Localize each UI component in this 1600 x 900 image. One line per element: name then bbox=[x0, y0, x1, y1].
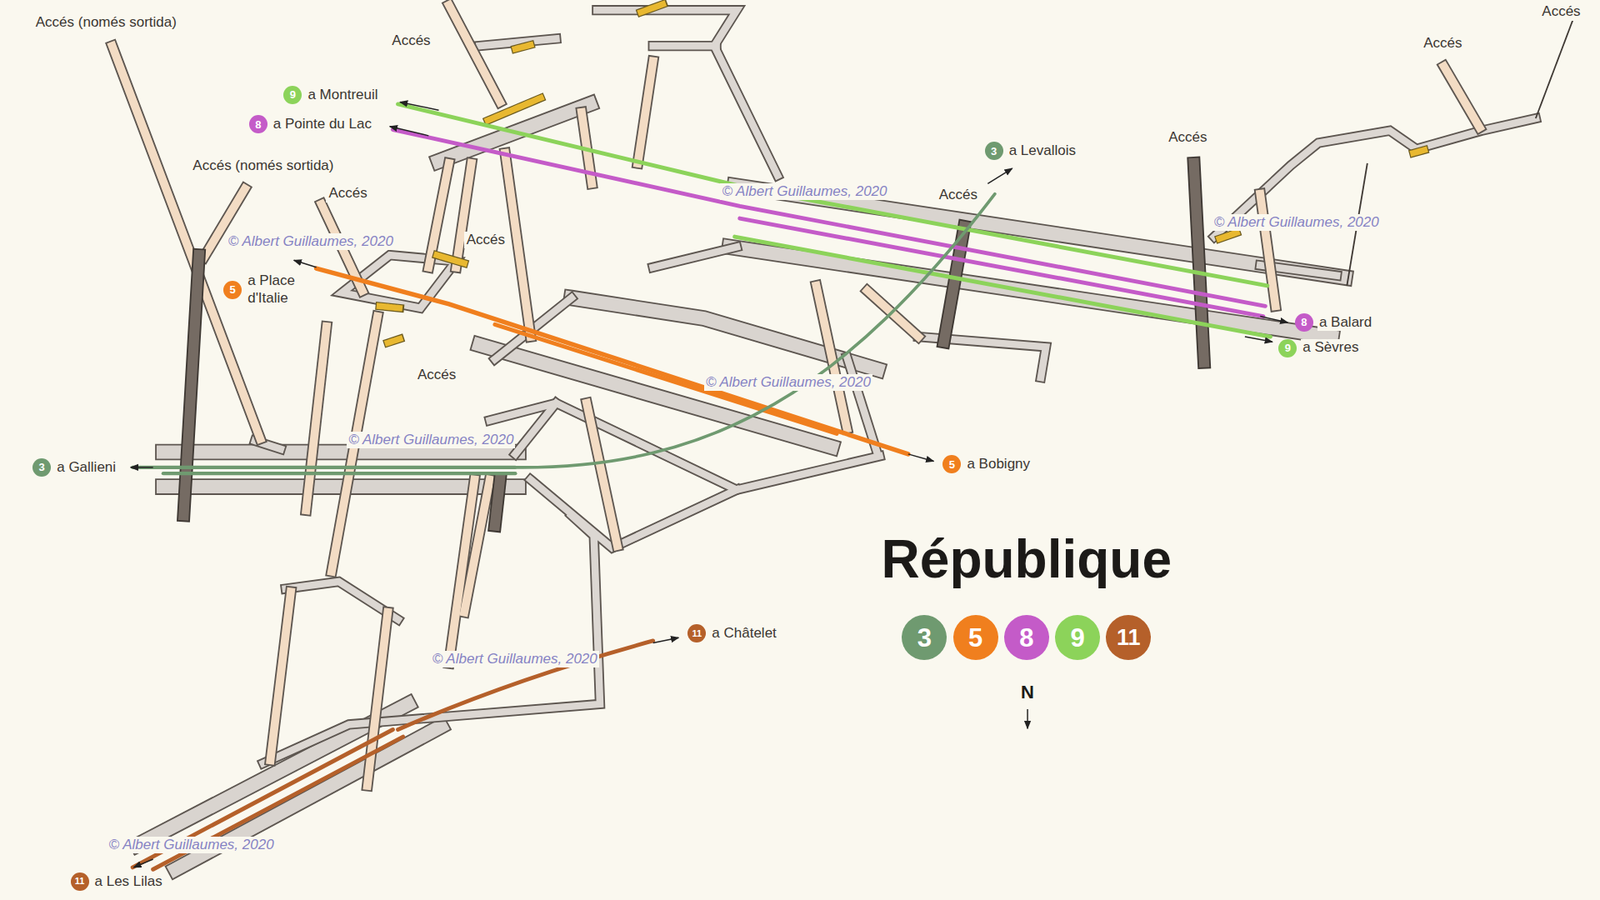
line-number: 9 bbox=[1278, 339, 1297, 358]
watermark: © Albert Guillaumes, 2020 bbox=[430, 650, 600, 668]
line-badge: 11 bbox=[1105, 615, 1151, 660]
direction-label: a Place d'Italie bbox=[245, 272, 308, 307]
line-number: 8 bbox=[1004, 615, 1050, 660]
direction-label: a Gallieni bbox=[55, 459, 118, 476]
direction-badge: 5a Place d'Italie bbox=[223, 272, 308, 307]
line-number: 3 bbox=[32, 458, 51, 477]
line-number: 11 bbox=[70, 872, 90, 891]
watermark: © Albert Guillaumes, 2020 bbox=[226, 233, 395, 250]
watermark: © Albert Guillaumes, 2020 bbox=[704, 374, 873, 391]
access-label: Accés (només sortida) bbox=[190, 157, 336, 175]
line-badge: 5 bbox=[953, 615, 999, 660]
direction-label: a Balard bbox=[1317, 314, 1374, 331]
line-number: 5 bbox=[953, 615, 999, 660]
direction-label: a Châtelet bbox=[710, 625, 779, 642]
line-number: 8 bbox=[249, 115, 268, 134]
watermark: © Albert Guillaumes, 2020 bbox=[346, 431, 515, 449]
station-title: République bbox=[881, 530, 1172, 589]
access-label: Accés bbox=[1539, 3, 1583, 20]
access-label: Accés bbox=[325, 185, 370, 202]
direction-badge: 5a Bobigny bbox=[942, 455, 1032, 474]
direction-badge: 11a Châtelet bbox=[687, 624, 779, 643]
direction-badge: 8a Pointe du Lac bbox=[249, 115, 374, 134]
line-number: 8 bbox=[1295, 313, 1314, 332]
line-number: 5 bbox=[223, 280, 242, 300]
line-number: 11 bbox=[1105, 615, 1151, 660]
direction-badge: 3a Gallieni bbox=[32, 458, 118, 477]
line-number: 3 bbox=[985, 141, 1004, 160]
access-label: Accés bbox=[936, 186, 980, 204]
line-number: 9 bbox=[283, 85, 302, 105]
access-label: Accés bbox=[389, 32, 433, 50]
line-number: 5 bbox=[942, 455, 961, 474]
access-label: Accés (només sortida) bbox=[33, 14, 180, 31]
line-badge: 8 bbox=[1004, 615, 1050, 660]
access-label: Accés bbox=[1165, 129, 1210, 146]
direction-badge: 8a Balard bbox=[1295, 313, 1374, 332]
watermark: © Albert Guillaumes, 2020 bbox=[107, 836, 276, 854]
line-badge: 3 bbox=[901, 615, 947, 660]
direction-label: a Montreuil bbox=[305, 86, 380, 104]
access-label: Accés bbox=[415, 366, 459, 384]
watermark: © Albert Guillaumes, 2020 bbox=[720, 183, 889, 200]
access-label: Accés bbox=[1420, 35, 1465, 52]
direction-label: a Sèvres bbox=[1300, 339, 1360, 356]
watermark: © Albert Guillaumes, 2020 bbox=[1212, 214, 1381, 231]
direction-label: a Les Lilas bbox=[93, 873, 165, 890]
direction-label: a Pointe du Lac bbox=[271, 115, 374, 133]
line-badge: 9 bbox=[1055, 615, 1100, 660]
line-number: 9 bbox=[1055, 615, 1100, 660]
direction-badge: 9a Sèvres bbox=[1278, 339, 1360, 358]
direction-badge: 11a Les Lilas bbox=[70, 872, 165, 891]
line-number: 3 bbox=[901, 615, 947, 660]
direction-label: a Levallois bbox=[1007, 142, 1078, 160]
line-number: 11 bbox=[687, 624, 706, 643]
access-label: Accés bbox=[464, 231, 508, 249]
direction-badge: 3a Levallois bbox=[985, 141, 1078, 160]
north-label: N bbox=[1020, 682, 1035, 703]
direction-badge: 9a Montreuil bbox=[283, 85, 380, 105]
direction-label: a Bobigny bbox=[965, 455, 1032, 473]
